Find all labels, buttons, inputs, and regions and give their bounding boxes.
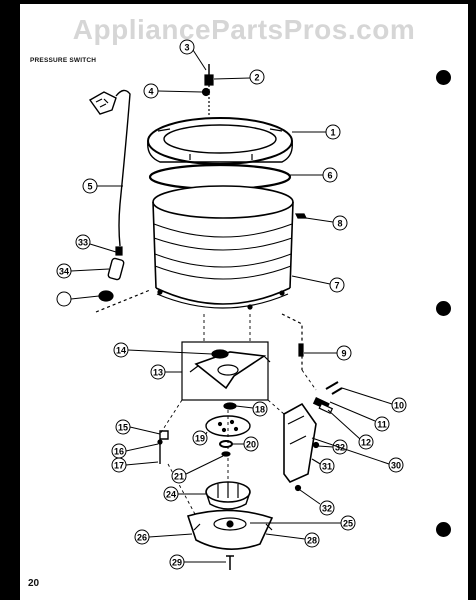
svg-text:21: 21 — [174, 472, 184, 482]
screw-31a — [312, 441, 320, 449]
svg-text:2: 2 — [254, 73, 259, 83]
svg-text:20: 20 — [246, 440, 256, 450]
collar — [223, 402, 237, 410]
page-number: 20 — [28, 578, 40, 589]
outer-tub — [152, 185, 294, 310]
callout-5 — [82, 178, 98, 194]
callout-20 — [243, 436, 259, 452]
callout-10 — [391, 397, 407, 413]
svg-text:32: 32 — [322, 504, 332, 514]
pressure-switch — [88, 89, 131, 247]
svg-text:7: 7 — [334, 281, 339, 291]
callout-14 — [113, 342, 129, 358]
svg-text:14: 14 — [116, 346, 126, 356]
exploded-view-drawing: 3 2 4 1 6 8 7 — [56, 39, 407, 570]
washer-21 — [221, 451, 231, 457]
binder-hole-middle — [436, 301, 451, 316]
spider-assembly — [181, 341, 271, 401]
svg-text:30: 30 — [391, 461, 401, 471]
callout-12 — [358, 434, 374, 450]
washer-20 — [219, 440, 233, 448]
svg-text:15: 15 — [118, 423, 128, 433]
callout-9 — [336, 345, 352, 361]
callout-26 — [134, 529, 150, 545]
clip-and-bolt — [157, 430, 169, 464]
hose-fittings — [95, 246, 151, 313]
callout-33 — [56, 263, 72, 279]
callout-4 — [143, 83, 159, 99]
svg-text:12: 12 — [361, 438, 371, 448]
callout-34 — [56, 291, 72, 307]
callout-2 — [249, 69, 265, 85]
callout-21 — [171, 468, 187, 484]
svg-text:6: 6 — [327, 171, 332, 181]
svg-text:4: 4 — [148, 87, 153, 97]
callout-25 — [340, 515, 356, 531]
callout-32 — [75, 234, 91, 250]
callout-28 — [304, 532, 320, 548]
svg-text:25: 25 — [343, 519, 353, 529]
callout-3 — [179, 39, 195, 55]
screw-31b — [294, 484, 302, 492]
binder-hole-top — [436, 70, 451, 85]
callout-31-lower — [319, 500, 335, 516]
tub-bracket — [281, 313, 304, 370]
callout-11 — [374, 416, 390, 432]
callout-24 — [163, 486, 179, 502]
gearcase — [205, 481, 251, 510]
callout-27 — [169, 554, 185, 570]
callout-18 — [252, 401, 268, 417]
callout-13 — [150, 364, 166, 380]
callout-19 — [192, 430, 208, 446]
svg-text:29: 29 — [172, 558, 182, 568]
callout-8 — [332, 215, 348, 231]
callout-29 — [388, 457, 404, 473]
svg-text:33: 33 — [78, 238, 88, 248]
top-fitting — [201, 64, 214, 117]
svg-text:16: 16 — [114, 447, 124, 457]
svg-text:1: 1 — [330, 128, 335, 138]
callout-1 — [325, 124, 341, 140]
callout-15 — [115, 419, 131, 435]
tub-ring — [147, 117, 293, 165]
svg-text:9: 9 — [341, 349, 346, 359]
frame-leg — [283, 402, 317, 483]
svg-text:28: 28 — [307, 536, 317, 546]
binder-hole-bottom — [436, 522, 451, 537]
svg-text:11: 11 — [377, 420, 387, 430]
brackets — [312, 381, 343, 415]
watermark: AppliancePartsPros.com — [72, 14, 416, 45]
svg-text:8: 8 — [337, 219, 342, 229]
svg-text:5: 5 — [87, 182, 92, 192]
base-plate — [186, 509, 274, 550]
svg-text:34: 34 — [59, 267, 69, 277]
svg-text:18: 18 — [255, 405, 265, 415]
svg-text:13: 13 — [153, 368, 163, 378]
svg-text:17: 17 — [114, 461, 124, 471]
svg-text:19: 19 — [195, 434, 205, 444]
svg-text:10: 10 — [394, 401, 404, 411]
svg-text:31: 31 — [322, 462, 332, 472]
screw — [226, 555, 234, 570]
svg-text:3: 3 — [184, 43, 189, 53]
callout-17 — [111, 457, 127, 473]
svg-text:24: 24 — [166, 490, 176, 500]
callout-7 — [329, 277, 345, 293]
callout-6 — [322, 167, 338, 183]
svg-text:26: 26 — [137, 533, 147, 543]
callout-30 — [319, 458, 335, 474]
tub-side-fitting — [295, 213, 307, 219]
pressure-switch-label: PRESSURE SWITCH — [30, 57, 97, 64]
parts-diagram-sheet: AppliancePartsPros.com PRESSURE SWITCH — [20, 4, 468, 600]
